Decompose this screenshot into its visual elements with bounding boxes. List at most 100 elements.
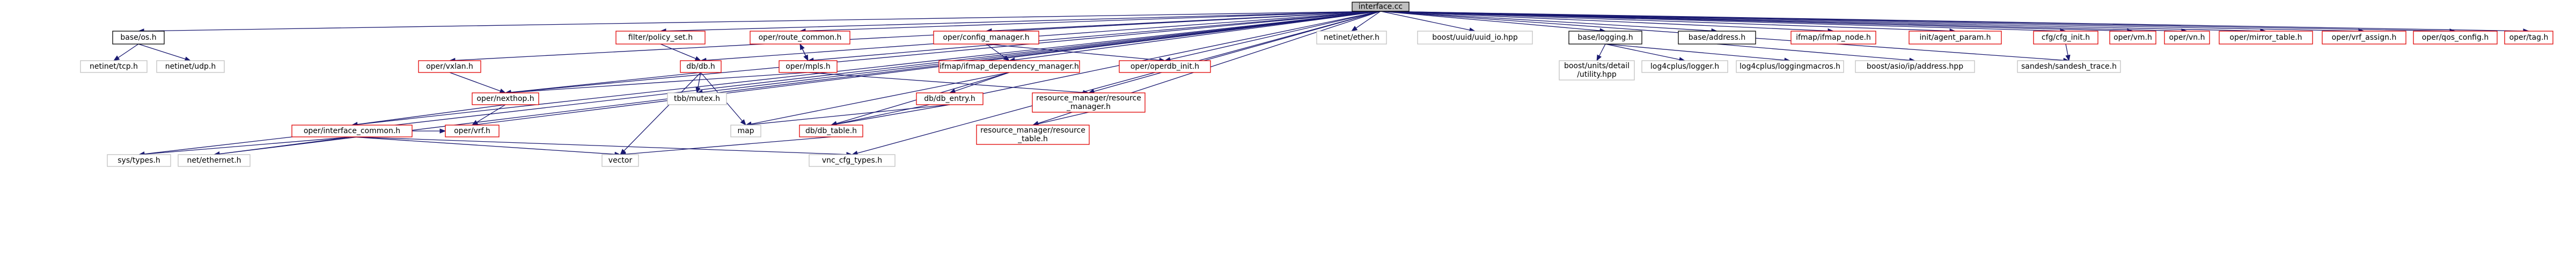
node-boost-asio-ipaddress[interactable]: boost/asio/ip/address.hpp	[1855, 60, 1975, 73]
edge	[619, 136, 832, 157]
edge	[2065, 43, 2071, 62]
node-resource-table[interactable]: resource_manager/resource _table.h	[976, 125, 1090, 145]
edge	[808, 72, 1090, 95]
node-oper-operdb-init[interactable]: oper/operdb_init.h	[1119, 60, 1211, 73]
node-label: cfg/cfg_init.h	[2042, 33, 2090, 42]
edge	[851, 11, 1381, 156]
edge	[213, 136, 353, 157]
node-label: ifmap/ifmap_dependency_manager.h	[940, 62, 1079, 71]
node-oper-vrf-assign[interactable]: oper/vrf_assign.h	[2322, 31, 2406, 45]
node-base-logging[interactable]: base/logging.h	[1568, 31, 1642, 45]
node-label: oper/mirror_table.h	[2229, 33, 2302, 42]
node-oper-mirror-table[interactable]: oper/mirror_table.h	[2219, 31, 2313, 45]
node-tbb-mutex[interactable]: tbb/mutex.h	[667, 92, 727, 105]
edge	[659, 11, 1381, 34]
node-label: base/logging.h	[1577, 33, 1633, 42]
edge	[830, 104, 950, 127]
edge-root-to-db_db_table	[830, 11, 1381, 127]
edge-base_logging-to-boost_units_utility	[1596, 43, 1606, 62]
edge-db_db_entry-to-db_db_table	[830, 104, 950, 127]
edge	[1164, 11, 1381, 62]
edge-oper_config_manager-to-oper_operdb_init	[986, 43, 1166, 63]
edge	[351, 104, 506, 127]
node-base-address[interactable]: base/address.h	[1678, 31, 1756, 45]
node-init-agent-param[interactable]: init/agent_param.h	[1909, 31, 2002, 45]
node-cfg-init[interactable]: cfg/cfg_init.h	[2033, 31, 2098, 45]
node-oper-mpls[interactable]: oper/mpls.h	[779, 60, 838, 73]
node-db-db-table[interactable]: db/db_table.h	[799, 125, 863, 137]
node-log4cplus-loggingmacros[interactable]: log4cplus/loggingmacros.h	[1736, 60, 1844, 73]
node-label-line-1: resource_manager/resource	[980, 126, 1085, 135]
node-label: netinet/udp.h	[165, 62, 216, 71]
node-oper-tag[interactable]: oper/tag.h	[2504, 31, 2553, 45]
node-sys-types[interactable]: sys/types.h	[107, 154, 171, 167]
node-map[interactable]: map	[730, 125, 761, 137]
edge	[137, 11, 1381, 34]
node-label: oper/vrf_assign.h	[2332, 33, 2397, 42]
edge-ifmap_dependency_manager-to-db_db_entry	[949, 72, 1010, 94]
node-sandesh-trace[interactable]: sandesh/sandesh_trace.h	[2017, 60, 2121, 73]
node-label: vnc_cfg_types.h	[822, 156, 882, 165]
edge-root-to-tbb_mutex	[696, 11, 1381, 95]
node-label: vector	[608, 156, 633, 165]
edge-root-to-filter_policy_set	[659, 11, 1381, 34]
node-base-os[interactable]: base/os.h	[112, 31, 165, 45]
node-boost-uuid-io[interactable]: boost/uuid/uuid_io.hpp	[1417, 31, 1533, 45]
edge-oper_config_manager-to-ifmap_dependency_manager	[986, 43, 1010, 61]
node-vnc-cfg-types[interactable]: vnc_cfg_types.h	[809, 154, 896, 167]
node-oper-nexthop[interactable]: oper/nexthop.h	[472, 92, 539, 105]
node-label: net/ethernet.h	[187, 156, 241, 165]
node-interface-cc[interactable]: interface.cc	[1352, 2, 1410, 12]
edge-oper_interface_common-to-net_ethernet	[213, 136, 353, 157]
edge	[1380, 11, 1834, 34]
edge	[745, 104, 950, 127]
edge-root-to-base_logging	[1380, 11, 1606, 33]
node-label: boost/asio/ip/address.hpp	[1867, 62, 1963, 71]
edge-oper_nexthop-to-oper_interface_common	[351, 104, 506, 127]
node-oper-vrf[interactable]: oper/vrf.h	[445, 125, 500, 137]
edge-base_os-to-netinet_tcp	[113, 43, 139, 61]
node-boost-units-utility[interactable]: boost/units/detail /utility.hpp	[1559, 60, 1635, 81]
edge	[949, 72, 1010, 94]
edge-root-to-oper_operdb_init	[1164, 11, 1381, 62]
node-vector[interactable]: vector	[601, 154, 639, 167]
node-oper-qos-config[interactable]: oper/qos_config.h	[2413, 31, 2498, 45]
edge	[1605, 43, 1791, 63]
node-label: netinet/tcp.h	[90, 62, 138, 71]
node-log4cplus-logger[interactable]: log4cplus/logger.h	[1641, 60, 1728, 73]
node-label: base/address.h	[1689, 33, 1745, 42]
node-label: db/db_entry.h	[924, 94, 975, 103]
node-oper-route-common[interactable]: oper/route_common.h	[750, 31, 850, 45]
node-ifmap-node[interactable]: ifmap/ifmap_node.h	[1790, 31, 1876, 45]
node-oper-vxlan[interactable]: oper/vxlan.h	[418, 60, 481, 73]
node-netinet-ether[interactable]: netinet/ether.h	[1316, 31, 1387, 45]
edge	[1008, 11, 1381, 63]
node-oper-interface-common[interactable]: oper/interface_common.h	[291, 125, 413, 137]
edge-root-to-vnc_cfg_types	[851, 11, 1381, 156]
edge-cfg_init-to-sandesh_trace	[2065, 43, 2071, 62]
node-ifmap-dependency-manager[interactable]: ifmap/ifmap_dependency_manager.h	[938, 60, 1080, 73]
edge-root-to-ifmap_dependency_manager	[1008, 11, 1381, 63]
node-db-db[interactable]: db/db.h	[680, 60, 722, 73]
node-label: oper/operdb_init.h	[1131, 62, 1199, 71]
node-netinet-udp[interactable]: netinet/udp.h	[156, 60, 225, 73]
node-label: oper/vrf.h	[454, 127, 490, 135]
node-oper-config-manager[interactable]: oper/config_manager.h	[933, 31, 1039, 45]
edge	[504, 72, 701, 95]
node-resource-manager[interactable]: resource_manager/resource _manager.h	[1032, 92, 1146, 113]
node-filter-policy-set[interactable]: filter/policy_set.h	[615, 31, 706, 45]
node-db-db-entry[interactable]: db/db_entry.h	[916, 92, 984, 105]
node-label: sandesh/sandesh_trace.h	[2021, 62, 2117, 71]
edge	[1380, 11, 1606, 33]
node-netinet-tcp[interactable]: netinet/tcp.h	[80, 60, 148, 73]
edge	[986, 43, 1010, 61]
edge-db_db_entry-to-map	[745, 104, 950, 127]
node-oper-vm[interactable]: oper/vm.h	[2109, 31, 2156, 45]
edge	[799, 11, 1381, 34]
node-label: oper/vxlan.h	[426, 62, 473, 71]
node-net-ethernet[interactable]: net/ethernet.h	[178, 154, 251, 167]
edge	[1380, 11, 1956, 34]
node-oper-vn[interactable]: oper/vn.h	[2164, 31, 2210, 45]
edge	[449, 11, 1381, 63]
edge	[351, 136, 853, 157]
